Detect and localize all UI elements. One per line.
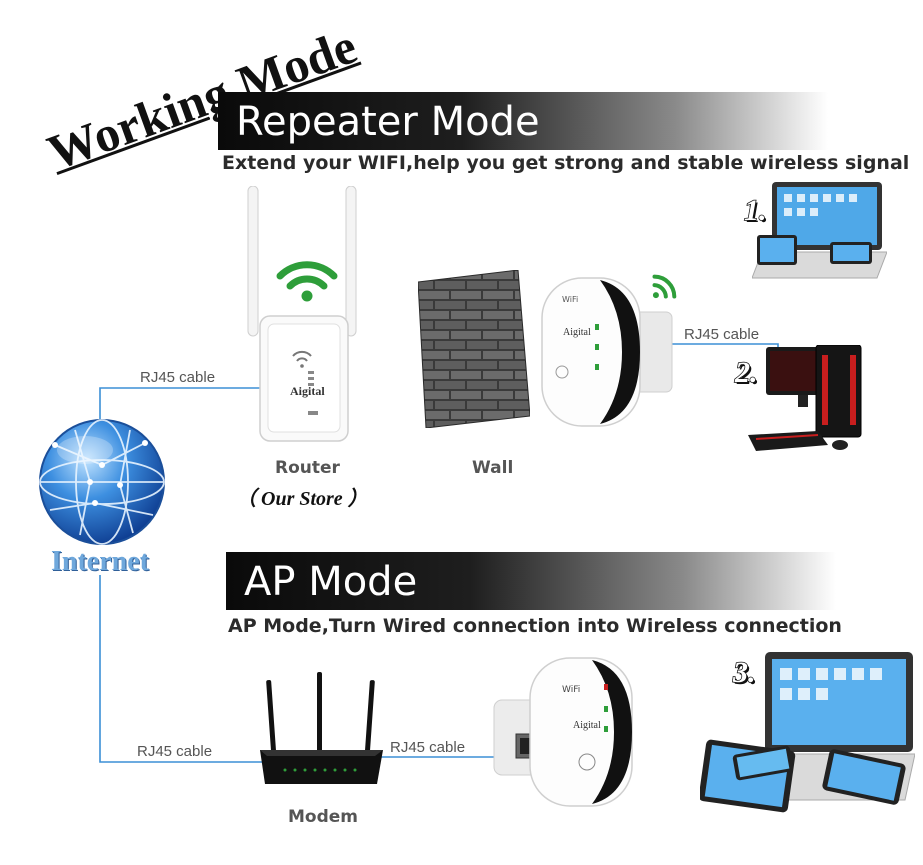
repeater-mode-banner: [218, 92, 828, 150]
extender-image: WiFi: [493, 657, 633, 807]
router-subcaption: （ Our Store ）: [236, 488, 368, 510]
desktop-pc-image: [748, 345, 862, 451]
wall-caption: Wall: [472, 458, 514, 478]
ap-subtitle: AP Mode,Turn Wired connection into Wirel…: [228, 615, 842, 637]
device-number-label: 3.: [732, 655, 756, 690]
svg-text:WiFi: WiFi: [562, 295, 578, 304]
laptop-image: [752, 182, 887, 279]
extender-image: WiFi: [541, 277, 673, 427]
modem-image: [260, 672, 383, 784]
laptop-image: [700, 652, 915, 813]
cable-label: RJ45 cable: [390, 739, 466, 756]
wifi-icon: [276, 261, 338, 302]
router-caption: Router: [275, 458, 340, 478]
wifi-icon: [652, 274, 677, 299]
router-image: [247, 186, 357, 442]
cable-label: RJ45 cable: [137, 743, 213, 760]
extender-brand: Aigital: [573, 720, 601, 731]
cable-internet-modem: [99, 575, 262, 763]
router-brand: Aigital: [290, 384, 325, 398]
device-number-label: 1.: [743, 193, 767, 228]
globe-icon: [39, 419, 165, 545]
extender-brand: Aigital: [563, 327, 591, 338]
repeater-mode-heading: Repeater Mode: [236, 99, 540, 145]
ap-mode-heading: AP Mode: [244, 559, 418, 605]
cable-label: RJ45 cable: [684, 326, 760, 343]
ap-mode-banner: [226, 552, 836, 610]
svg-text:WiFi: WiFi: [562, 685, 580, 695]
cable-internet-router: [99, 387, 268, 420]
brick-wall-image: [418, 270, 530, 428]
cable-label: RJ45 cable: [140, 369, 216, 386]
device-number-label: 2.: [734, 355, 758, 390]
internet-label: Internet: [51, 546, 149, 577]
repeater-subtitle: Extend your WIFI,help you get strong and…: [222, 152, 910, 174]
modem-caption: Modem: [288, 807, 359, 827]
